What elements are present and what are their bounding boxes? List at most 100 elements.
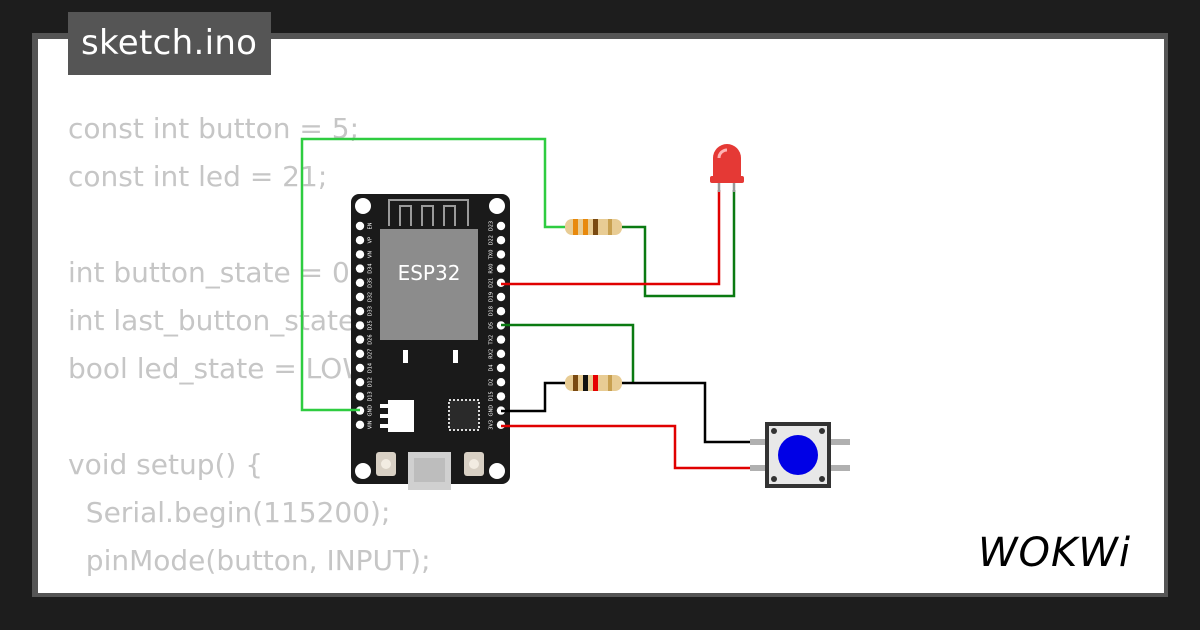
right-pin-label: D15	[489, 391, 495, 401]
button-leg	[829, 439, 850, 445]
left-pin-label: D25	[368, 320, 374, 330]
wire-green-gnd[interactable]	[300, 137, 565, 412]
pad	[380, 404, 388, 408]
right-pin-hole[interactable]	[496, 349, 506, 358]
resistor-band	[593, 375, 598, 391]
left-pin-label: D34	[368, 263, 374, 273]
esp32-board[interactable]: ESP32 ENVPVND34D35D32D33D25D26D27D14D12D…	[351, 194, 510, 490]
right-pin-hole[interactable]	[496, 250, 506, 259]
button-corner	[819, 428, 825, 434]
right-pin-hole[interactable]	[496, 363, 506, 373]
button-corner	[819, 476, 825, 482]
right-pin-label: D5	[489, 322, 495, 329]
left-pin-hole[interactable]	[355, 321, 365, 330]
left-pin-hole[interactable]	[355, 335, 365, 344]
file-name-tab[interactable]: sketch.ino	[68, 12, 272, 75]
red-led[interactable]	[710, 144, 744, 192]
left-pin-label: D27	[368, 349, 374, 359]
right-pin-label: TX2	[489, 335, 495, 346]
antenna-trace	[388, 199, 469, 226]
code-line: pinMode(button, INPUT);	[68, 544, 431, 577]
code-line: int button_state = 0;	[68, 256, 360, 289]
wokwi-logo-text: WOKWi	[978, 530, 1131, 574]
boot-button-cap	[381, 459, 391, 469]
right-pin-label: GND	[489, 405, 495, 417]
right-pin-label: D2	[489, 379, 495, 386]
left-pin-hole[interactable]	[355, 307, 365, 316]
left-pin-hole[interactable]	[355, 221, 365, 231]
right-pin-label: TX0	[489, 250, 495, 261]
resistor-button[interactable]	[565, 375, 622, 391]
wire-black-gnd[interactable]	[501, 381, 565, 413]
resistor-band	[608, 219, 612, 235]
right-pin-hole[interactable]	[496, 221, 506, 231]
right-pin-label: D4	[489, 364, 495, 371]
left-pin-hole[interactable]	[355, 292, 365, 302]
mounting-hole	[489, 198, 505, 214]
right-pin-hole[interactable]	[496, 378, 506, 387]
code-line: const int led = 21;	[68, 160, 328, 193]
right-pin-hole[interactable]	[496, 307, 506, 316]
button-cap[interactable]	[778, 435, 818, 475]
left-pin-header: ENVPVND34D35D32D33D25D26D27D14D12D13GNDV…	[355, 221, 374, 429]
left-pin-hole[interactable]	[355, 349, 365, 358]
wire-red-3v3[interactable]	[501, 424, 766, 470]
right-pin-hole[interactable]	[496, 335, 506, 344]
voltage-regulator	[388, 400, 414, 432]
left-pin-hole[interactable]	[355, 392, 365, 401]
code-line: Serial.begin(115200);	[68, 496, 391, 529]
left-pin-label: VP	[368, 237, 374, 243]
right-pin-hole[interactable]	[496, 392, 506, 401]
resistor-band	[583, 375, 588, 391]
preview-panel: const int button = 5;const int led = 21;…	[38, 39, 1164, 593]
push-button[interactable]	[750, 422, 850, 488]
left-pin-label: VIN	[368, 420, 374, 429]
left-pin-hole[interactable]	[355, 250, 365, 259]
wires	[300, 137, 766, 470]
right-pin-label: D21	[489, 278, 495, 288]
wire-red-led[interactable]	[501, 190, 721, 286]
left-pin-label: VN	[368, 251, 374, 258]
resistor-band	[608, 375, 612, 391]
mounting-hole	[489, 463, 505, 479]
left-pin-hole[interactable]	[355, 378, 365, 387]
resistor-band	[583, 219, 588, 235]
resistor-band	[573, 219, 578, 235]
resistor-band	[573, 375, 578, 391]
micro-usb-inner	[414, 458, 445, 482]
right-pin-hole[interactable]	[496, 292, 506, 302]
right-pin-label: D22	[489, 235, 495, 245]
left-pin-label: D32	[368, 292, 374, 302]
code-background: const int button = 5;const int led = 21;…	[68, 105, 431, 593]
right-pin-hole[interactable]	[496, 236, 506, 245]
left-pin-label: D14	[368, 363, 374, 373]
led-highlight	[717, 148, 728, 159]
left-pin-label: D26	[368, 334, 374, 344]
right-pin-label: D23	[489, 221, 495, 231]
right-pin-label: D18	[489, 306, 495, 316]
button-corner	[771, 476, 777, 482]
wire-darkgreen-button[interactable]	[501, 323, 635, 383]
left-pin-hole[interactable]	[355, 363, 365, 373]
mounting-hole	[355, 198, 371, 214]
wokwi-logo: WOKWi	[978, 530, 1131, 574]
wire-darkgreen-led[interactable]	[622, 190, 736, 298]
left-pin-label: D35	[368, 278, 374, 288]
code-line: pinMode(led, OUTPUT);	[68, 585, 431, 593]
left-pin-hole[interactable]	[355, 236, 365, 245]
pad	[403, 350, 408, 363]
right-pin-header: D23D22TX0RX0D21D19D18D5TX2RX2D4D2D15GND3…	[489, 221, 506, 430]
left-pin-hole[interactable]	[355, 278, 365, 287]
code-line: void setup() {	[68, 448, 264, 481]
right-pin-hole[interactable]	[496, 264, 506, 273]
left-pin-label: D13	[368, 391, 374, 401]
left-pin-hole[interactable]	[355, 420, 365, 429]
right-pin-label: 3V3	[489, 420, 495, 430]
resistor-led[interactable]	[565, 219, 622, 235]
right-pin-label: RX2	[489, 349, 495, 359]
pad	[380, 424, 388, 428]
wire-black-button[interactable]	[622, 381, 766, 444]
left-pin-hole[interactable]	[355, 264, 365, 273]
right-pin-label: RX0	[489, 264, 495, 274]
